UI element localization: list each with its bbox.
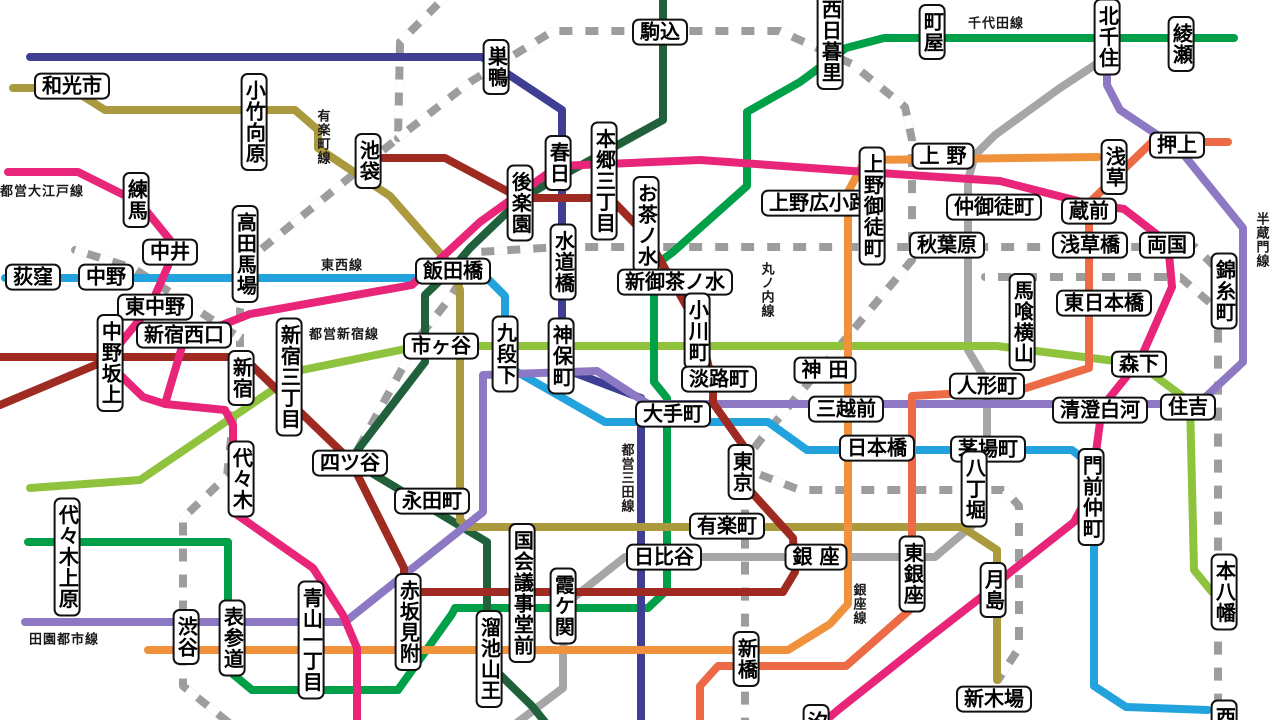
station-label: 清澄白河	[1052, 396, 1148, 424]
station-label: 人形町	[949, 372, 1025, 400]
station-label: 有楽町	[689, 512, 765, 540]
line-name-label: 有楽町線	[314, 109, 330, 165]
line-tozai	[1, 274, 1212, 714]
station-label: 霞ケ関	[549, 567, 577, 645]
station-label: お茶ノ水	[632, 176, 660, 274]
station-label: 春日	[544, 135, 572, 191]
station-label: 小川町	[683, 292, 711, 370]
station-label: 上野御徒町	[858, 146, 886, 266]
station-label: 本郷三丁目	[590, 121, 618, 241]
station-label: 北千住	[1093, 0, 1121, 76]
station-label: 市ヶ谷	[403, 332, 479, 360]
line-shinjuku	[26, 342, 1216, 596]
line-name-label: 都営大江戸線	[0, 184, 85, 200]
station-label: 中野	[78, 263, 134, 291]
station-label: 永田町	[394, 487, 470, 515]
station-label: 仲御徒町	[946, 193, 1042, 221]
station-label: 東日本橋	[1056, 289, 1152, 317]
station-label: 新宿	[227, 350, 255, 406]
station-label: 神保町	[547, 317, 575, 395]
station-label: 三越前	[808, 395, 884, 423]
station-label: 新御茶ノ水	[617, 268, 733, 296]
station-label: 飯田橋	[415, 257, 491, 285]
station-label: 綾瀬	[1167, 16, 1195, 72]
station-label: 秋葉原	[909, 231, 985, 259]
station-label: 西日暮里	[816, 0, 844, 90]
station-label: 馬喰横山	[1008, 273, 1036, 371]
station-label: 神 田	[793, 356, 857, 384]
station-label: 代々木上原	[53, 497, 81, 617]
station-label: 新宿西口	[136, 321, 232, 349]
station-label: 荻窪	[5, 263, 61, 291]
line-name-label: 半蔵門線	[1253, 212, 1269, 268]
station-label: 門前仲町	[1077, 448, 1105, 546]
station-label: 池袋	[354, 133, 382, 189]
station-label: 森下	[1111, 350, 1167, 378]
station-label: 押上	[1149, 131, 1205, 159]
station-label: 住吉	[1160, 393, 1216, 421]
station-label: 国会議事堂前	[508, 523, 536, 663]
station-label: 淡路町	[681, 365, 757, 393]
station-label: 新宿三丁目	[275, 317, 303, 437]
station-label: 新木場	[956, 685, 1032, 713]
station-label: 町屋	[918, 4, 946, 60]
station-label: 渋谷	[172, 609, 200, 665]
station-label: 練馬	[122, 172, 150, 228]
line-name-label: 丸ノ内線	[758, 262, 774, 318]
station-label: 赤坂見附	[394, 573, 422, 671]
station-label: 青山一丁目	[297, 580, 325, 700]
station-label: 東中野	[117, 293, 193, 321]
line-name-label: 千代田線	[967, 16, 1025, 32]
station-label: 大手町	[635, 400, 711, 428]
line-chiyoda	[24, 34, 1238, 694]
station-label: 東銀座	[898, 535, 926, 613]
station-label: 西船橋	[1210, 699, 1238, 720]
station-label: 本八幡	[1210, 553, 1238, 631]
station-label: 駒込	[632, 18, 688, 46]
station-label: 両国	[1139, 231, 1195, 259]
station-label: 蔵前	[1061, 197, 1117, 225]
station-label: 日比谷	[626, 543, 702, 571]
station-label: 高田馬場	[231, 205, 259, 303]
station-label: 代々木	[227, 440, 255, 518]
station-label: 日本橋	[839, 434, 915, 462]
line-oedo-loop	[161, 400, 361, 720]
station-label: 中野坂上	[96, 314, 124, 412]
line-name-label: 田園都市線	[28, 632, 100, 648]
line-marunouchi-branch	[0, 354, 116, 409]
station-label: 中井	[142, 238, 198, 266]
station-label: 四ツ谷	[312, 449, 388, 477]
line-jr-sobu-2-dashes	[985, 273, 1219, 312]
line-jr-keiyo-dashes	[746, 466, 1023, 683]
station-label: 錦糸町	[1210, 252, 1238, 330]
station-label: 月島	[979, 562, 1007, 618]
station-label: 浅草橋	[1052, 231, 1128, 259]
line-name-label: 銀座線	[850, 583, 866, 625]
station-label: 新橋	[732, 631, 760, 687]
line-name-label: 都営三田線	[618, 443, 634, 513]
station-label: 小竹向原	[240, 73, 268, 171]
station-label: 後楽園	[506, 164, 534, 242]
station-label: 水道橋	[549, 223, 577, 301]
line-yurakucho	[9, 84, 1001, 684]
station-label: 汐留	[802, 704, 830, 720]
station-label: 上野広小路	[761, 189, 877, 217]
station-label: 巣鴨	[482, 39, 510, 95]
station-label: 八丁堀	[960, 450, 988, 528]
station-label: 九段下	[491, 315, 519, 393]
station-label: 銀 座	[784, 543, 848, 571]
station-label: 和光市	[34, 72, 110, 100]
station-label: 浅草	[1100, 139, 1128, 195]
line-name-label: 東西線	[320, 258, 364, 274]
line-jr-northeast-dashes	[395, 27, 916, 720]
station-label: 東京	[727, 444, 755, 500]
station-label: 溜池山王	[475, 610, 503, 708]
line-name-label: 都営新宿線	[308, 327, 380, 343]
station-label: 上 野	[911, 142, 975, 170]
station-label: 表参道	[218, 599, 246, 677]
